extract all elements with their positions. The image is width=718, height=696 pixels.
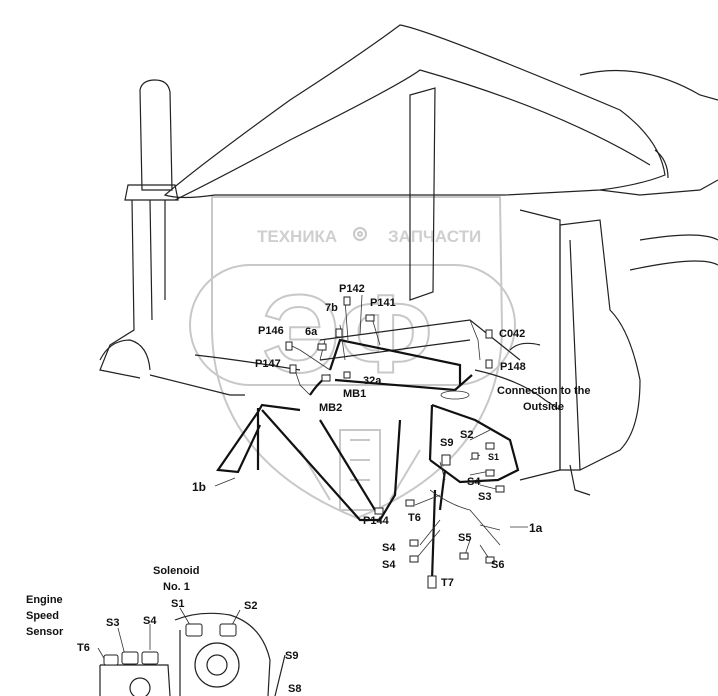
label-s4-top: S4 bbox=[467, 476, 481, 488]
label-1a: 1a bbox=[529, 521, 543, 535]
machine-body-outline bbox=[99, 24, 718, 496]
label-s2-top: S2 bbox=[460, 429, 473, 441]
label-t7: T7 bbox=[441, 577, 454, 589]
gear-icon bbox=[353, 227, 367, 241]
label-t6-bottom: T6 bbox=[77, 642, 90, 654]
label-s1-bottom: S1 bbox=[171, 598, 184, 610]
label-c042: C042 bbox=[499, 328, 525, 340]
label-s5: S5 bbox=[458, 532, 471, 544]
label-6a: 6a bbox=[305, 326, 318, 338]
label-p141: P141 bbox=[370, 297, 396, 309]
label-engine-line3: Sensor bbox=[26, 626, 64, 638]
label-engine-line2: Speed bbox=[26, 610, 59, 622]
label-s1-top: S1 bbox=[488, 452, 499, 462]
label-s8-bottom: S8 bbox=[288, 683, 301, 695]
label-7b: 7b bbox=[325, 302, 338, 314]
label-s4-mid2: S4 bbox=[382, 559, 396, 571]
label-s9-bottom: S9 bbox=[285, 650, 298, 662]
label-p148: P148 bbox=[500, 361, 526, 373]
label-s9-top: S9 bbox=[440, 437, 453, 449]
label-s4-mid1: S4 bbox=[382, 542, 396, 554]
watermark-brand-left: ТЕХНИКА bbox=[257, 227, 337, 246]
label-s4-bottom: S4 bbox=[143, 615, 157, 627]
wheat-icon bbox=[299, 429, 421, 511]
label-t6-mid: T6 bbox=[408, 512, 421, 524]
callout-labels: P142 P141 7b 6a P146 P147 C042 P148 32a … bbox=[26, 283, 591, 695]
label-mb1: MB1 bbox=[343, 388, 366, 400]
label-s6: S6 bbox=[491, 559, 504, 571]
label-solenoid-line1: Solenoid bbox=[153, 565, 199, 577]
label-connection-line1: Connection to the bbox=[497, 385, 591, 397]
label-1b: 1b bbox=[192, 480, 206, 494]
label-p147: P147 bbox=[255, 358, 281, 370]
label-solenoid-line2: No. 1 bbox=[163, 581, 190, 593]
label-p146: P146 bbox=[258, 325, 284, 337]
label-s3-top: S3 bbox=[478, 491, 491, 503]
watermark-brand-right: ЗАПЧАСТИ bbox=[388, 227, 481, 246]
label-32a: 32a bbox=[363, 375, 382, 387]
solenoid-sensor-inset bbox=[99, 612, 286, 696]
label-engine-line1: Engine bbox=[26, 594, 63, 606]
label-mb2: MB2 bbox=[319, 402, 342, 414]
connector-blocks bbox=[285, 296, 505, 589]
label-p144: P144 bbox=[363, 515, 390, 527]
label-connection-line2: Outside bbox=[523, 401, 564, 413]
label-p142: P142 bbox=[339, 283, 365, 295]
label-s3-bottom: S3 bbox=[106, 617, 119, 629]
label-s2-bottom: S2 bbox=[244, 600, 257, 612]
